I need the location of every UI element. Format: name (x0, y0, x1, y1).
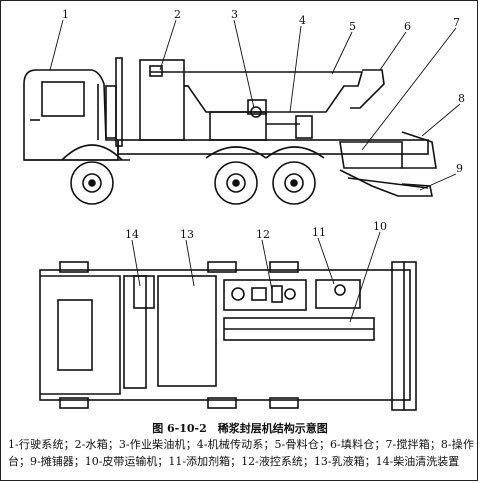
label-8: 8 (458, 92, 465, 105)
label-1: 1 (62, 8, 69, 21)
label-2: 2 (174, 8, 181, 21)
cab-window (41, 81, 85, 117)
label-7: 7 (453, 16, 460, 29)
label-4: 4 (299, 14, 306, 27)
label-3: 3 (231, 8, 238, 21)
part-numbers: 1 2 3 4 5 6 7 8 9 10 11 12 13 14 (62, 8, 465, 241)
wheel-rear-2 (272, 161, 316, 205)
cab-top (40, 275, 121, 395)
exhaust-stack (115, 57, 123, 147)
spreader-box (339, 169, 433, 197)
legend-line-2: 台；9-摊铺器；10-皮带运输机；11-添加剂箱；12-液控系统；13-乳液箱；… (8, 455, 460, 468)
figure-legend: 1-行驶系统；2-水箱；3-作业柴油机；4-机械传动系；5-骨料仓；6-填料仓；… (8, 436, 474, 470)
diesel-clean-unit (133, 275, 155, 309)
label-12: 12 (256, 228, 270, 241)
label-6: 6 (404, 20, 411, 33)
filler-bin (350, 69, 385, 109)
side-view (23, 57, 437, 205)
hydraulic-control (223, 279, 307, 311)
leader-lines-top (131, 231, 381, 323)
label-9: 9 (456, 162, 463, 175)
machine-diagram: 1 2 3 4 5 6 7 8 9 10 11 12 13 14 (23, 8, 465, 411)
label-14: 14 (125, 228, 139, 241)
truck-cab (23, 69, 119, 161)
wheel-front (70, 161, 114, 205)
working-engine (209, 111, 267, 141)
water-tank (139, 59, 185, 141)
top-view (39, 261, 417, 411)
label-11: 11 (312, 226, 326, 239)
label-13: 13 (180, 228, 194, 241)
wheel-rear-1 (214, 161, 258, 205)
label-10: 10 (373, 220, 387, 233)
emulsion-tank (157, 275, 217, 387)
label-5: 5 (349, 20, 356, 33)
operator-platform (401, 131, 437, 169)
additive-tank (315, 279, 361, 309)
top-outline (39, 269, 411, 401)
figure-caption: 图 6-10-2 稀浆封层机结构示意图 (152, 422, 328, 435)
legend-line-1: 1-行驶系统；2-水箱；3-作业柴油机；4-机械传动系；5-骨料仓；6-填料仓；… (8, 438, 474, 451)
leader-lines-side (49, 19, 461, 191)
aggregate-hopper (150, 71, 364, 113)
mixer-box (339, 141, 403, 169)
